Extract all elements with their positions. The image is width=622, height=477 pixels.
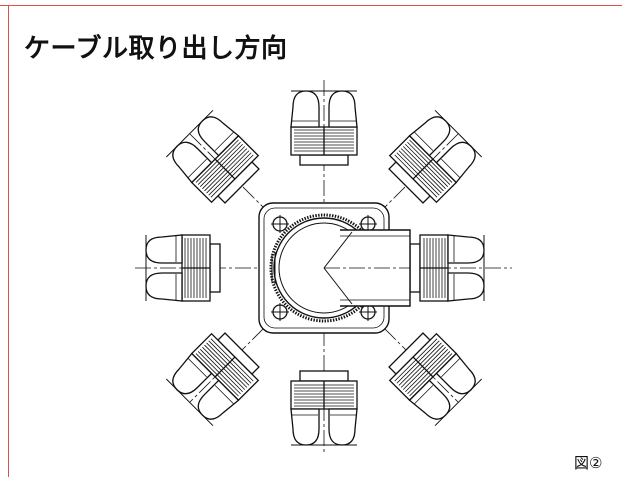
page-title: ケーブル取り出し方向 bbox=[24, 34, 288, 64]
connector-west bbox=[145, 234, 221, 302]
cable-housing bbox=[323, 229, 411, 307]
connector-southwest bbox=[165, 326, 266, 427]
frame-left-border bbox=[8, 5, 9, 477]
connector-north bbox=[290, 90, 358, 166]
figure-label: 図② bbox=[574, 454, 603, 472]
connector-southeast bbox=[382, 326, 483, 427]
frame-top-border bbox=[0, 5, 622, 6]
